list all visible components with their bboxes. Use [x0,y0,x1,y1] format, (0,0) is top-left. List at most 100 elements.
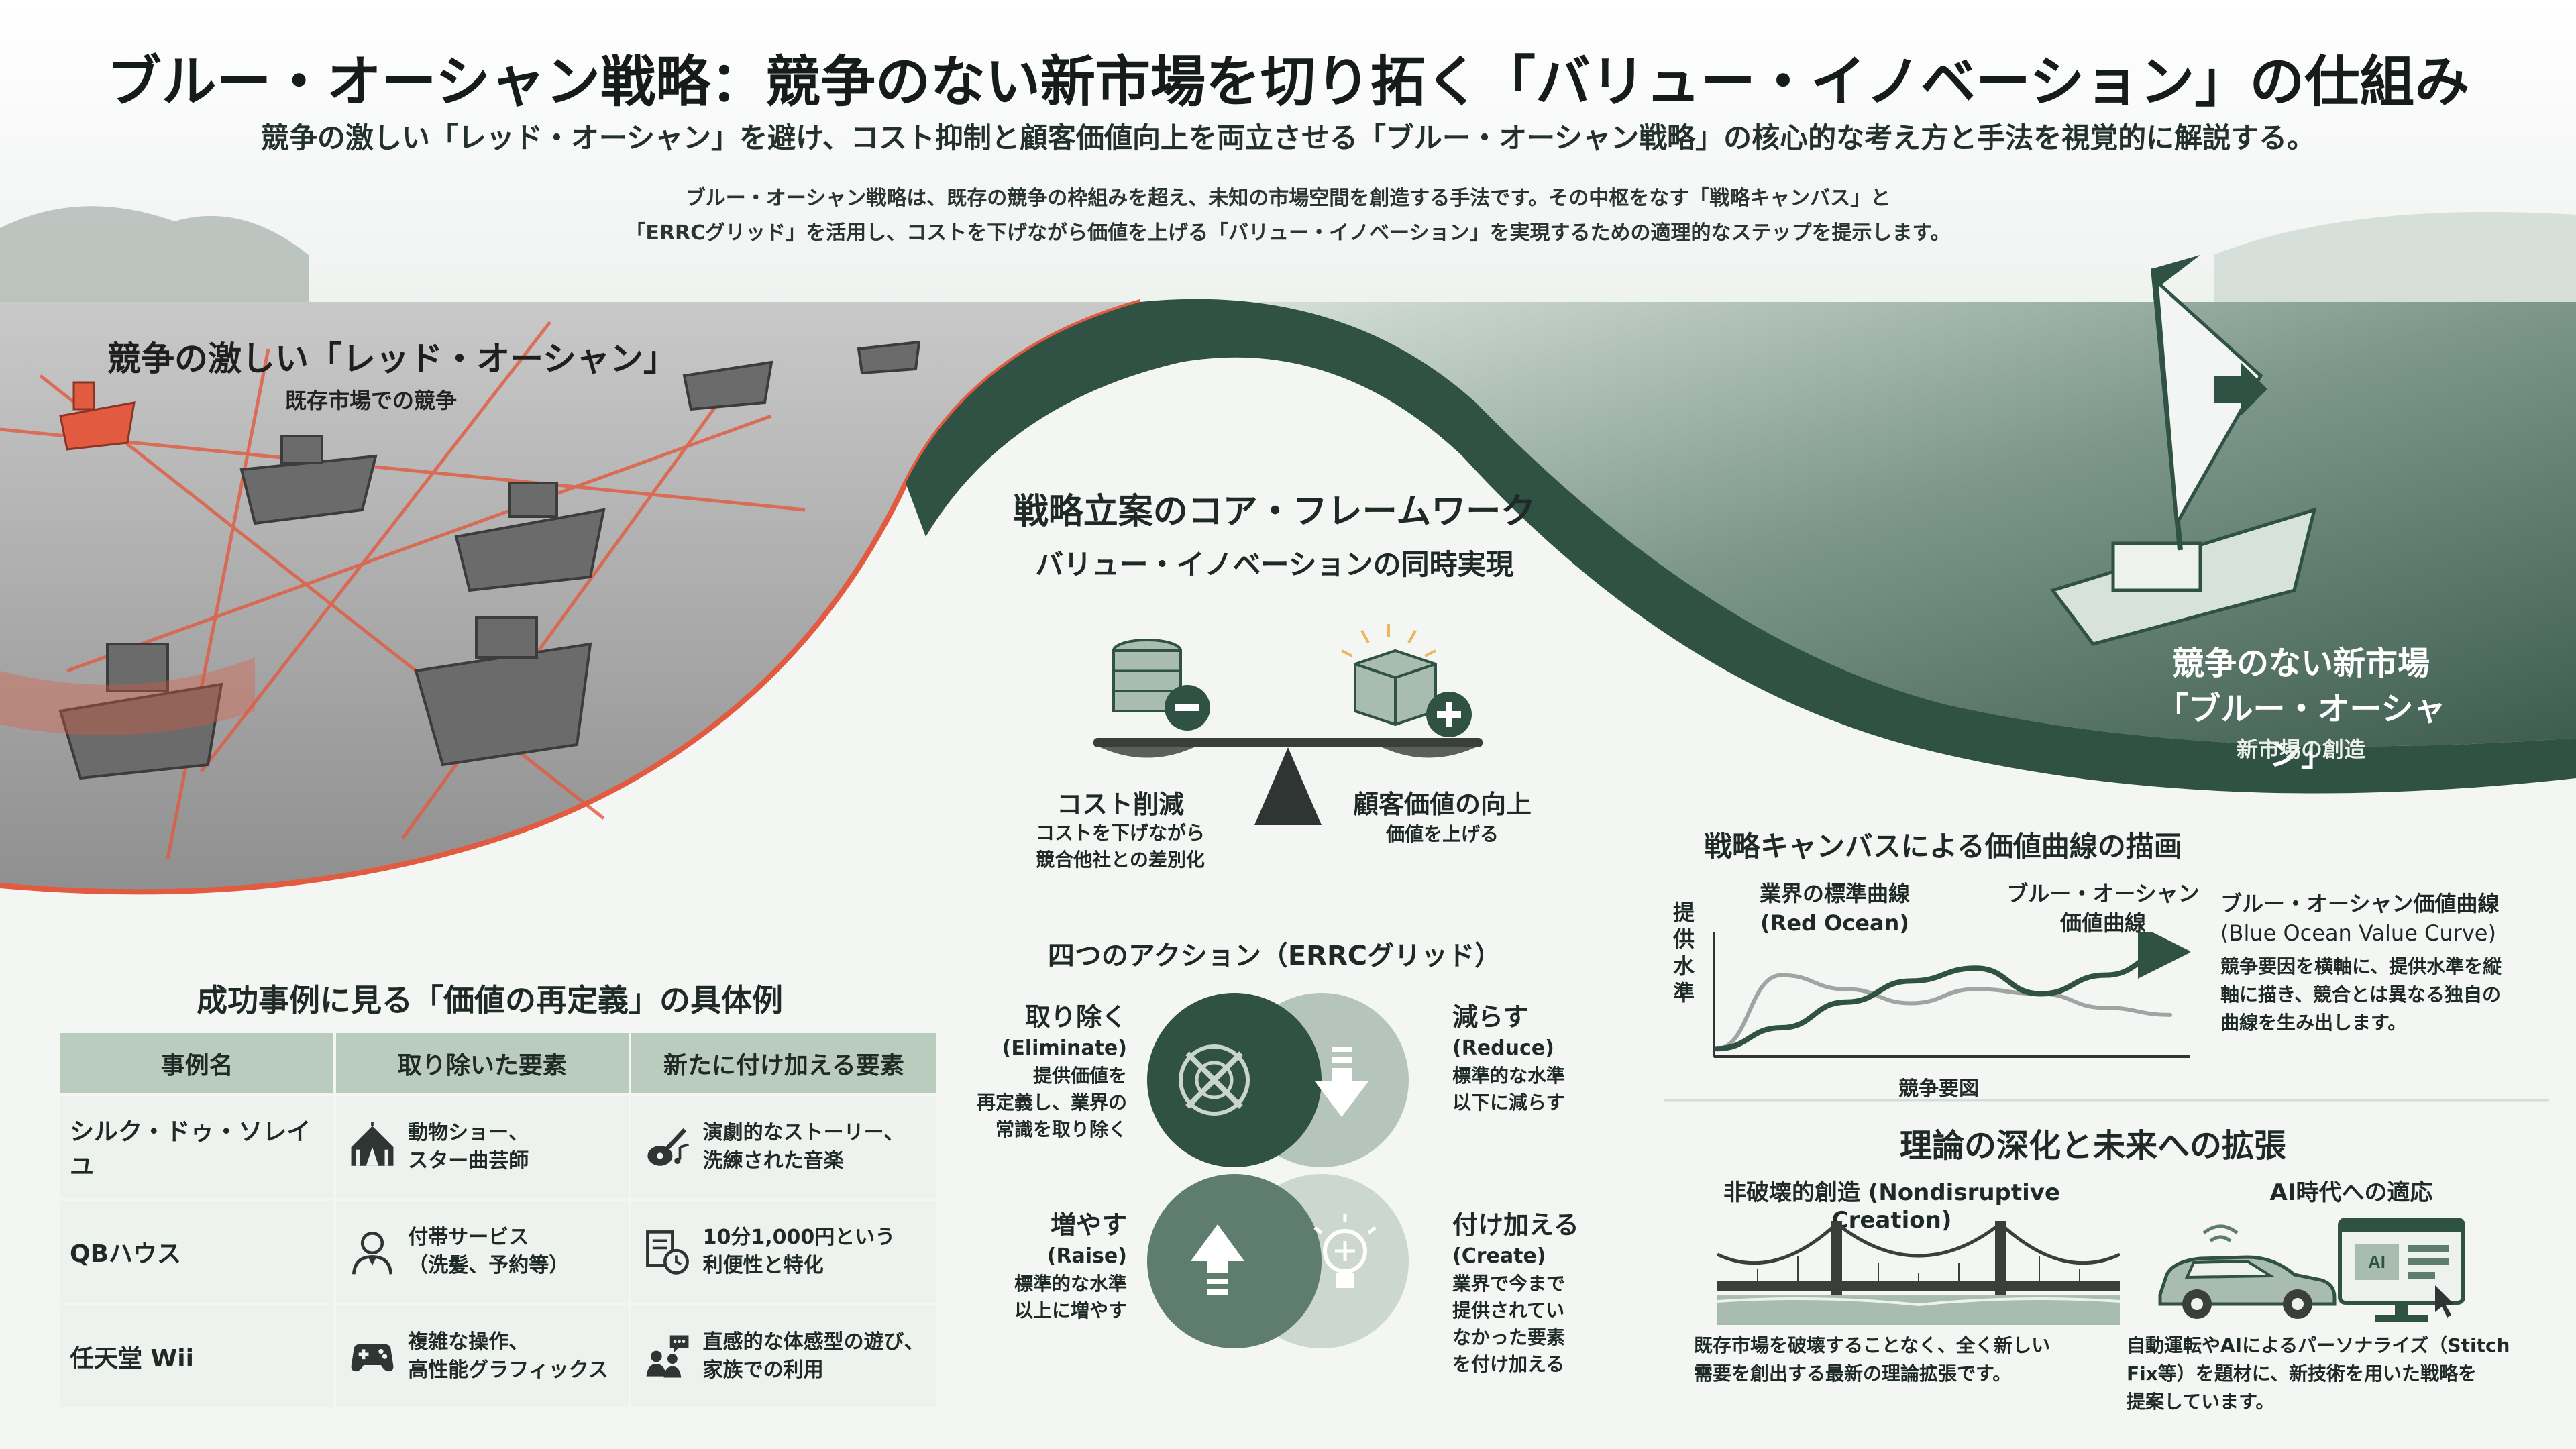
added-line: 洗練された音楽 [702,1149,844,1173]
blue-ocean-title-line: 「ブルー・オーシャン」 [2156,690,2446,773]
theory-title: 理論の深化と未来への拡張 [1899,1127,2286,1165]
red-curve-label-line: 業界の標準曲線 [1759,881,1910,906]
raise-label: 増やす [1050,1210,1127,1240]
reduce-label-en: (Reduce) [1452,1036,1554,1060]
eliminate-x-icon [1179,1044,1250,1116]
table-header-row: 事例名 取り除いた要素 新たに付け加える要素 [60,1033,940,1095]
ai-screen-label: AI [2368,1252,2385,1272]
wave-divider [906,299,2576,794]
eliminate-desc-line: 常識を取り除く [995,1118,1127,1140]
product-box-plus-icon [1341,624,1472,737]
blue-ocean-subtitle: 新市場の創造 [2236,737,2365,762]
raise-desc-line: 標準的な水準 [1014,1273,1127,1295]
value-increase-label: 顧客価値の向上 [1352,790,1532,819]
ai-adaptation-desc-line: 提案しています。 [2127,1391,2275,1413]
create-desc-line: 業界で今まで [1452,1273,1566,1295]
added-cell: 演劇的なストーリー、洗練された音楽 [629,1093,940,1199]
reduce-label: 減らす [1452,1002,1529,1032]
red-ocean-title: 競争の激しい「レッド・オーシャン」 [107,339,677,378]
removed-cell: 付帯サービス （洗髪、予約等） [335,1198,631,1304]
reduce-desc-line: 標準的な水準 [1452,1065,1566,1087]
table-row: シルク・ドゥ・ソレイユ 動物ショー、スター曲芸師 演劇的なストーリー、洗練された… [60,1093,940,1199]
case-name: 任天堂 Wii [60,1303,337,1407]
cases-table: 事例名 取り除いた要素 新たに付け加える要素 シルク・ドゥ・ソレイユ 動物ショー… [60,1033,940,1407]
canvas-x-axis-label: 競争要図 [1898,1077,1979,1101]
coin-stack-minus-icon [1112,639,1210,731]
value-curve-desc: 競争要因を横軸に、提供水準を縦 軸に描き、競合とは異なる独自の 曲線を生み出しま… [2220,953,2556,1037]
errc-title: 四つのアクション（ERRCグリッド） [1047,941,1502,971]
value-curve-title-line: ブルー・オーシャン価値曲線 [2220,891,2500,916]
removed-line: （洗髪、予約等） [408,1254,570,1277]
canvas-y-axis-label: 提供水準 [1672,900,1695,1006]
up-arrow-icon [1191,1224,1244,1295]
strategy-canvas-title: 戦略キャンバスによる価値曲線の描画 [1704,830,2182,863]
removed-line: スター曲芸師 [408,1149,529,1173]
removed-cell: 複雑な操作、高性能グラフィックス [335,1303,631,1407]
removed-line: 付帯サービス [408,1226,529,1249]
down-arrow-icon [1315,1046,1368,1117]
intro-line: 「ERRCグリッド」を活用し、コストを下げながら価値を上げる「バリュー・イノベー… [625,221,1951,245]
blue-curve-label-line: ブルー・オーシャン [2006,881,2200,906]
person-icon [352,1231,393,1275]
clock-document-icon [645,1230,689,1275]
cost-reduction-desc: コストを下げながら 競合他社との差別化 [993,820,1248,873]
value-curve-desc-line: 曲線を生み出します。 [2220,1012,2407,1034]
create-action: 付け加える (Create) 業界で今まで 提供されてい なかった要素 を付け加… [1452,1208,1627,1378]
value-curve-title: ブルー・オーシャン価値曲線 (Blue Ocean Value Curve) [2220,889,2556,948]
raise-desc-line: 以上に増やす [1014,1299,1127,1322]
removed-line: 高性能グラフィックス [408,1358,608,1382]
blue-ocean-title: 競争のない新市場 「ブルー・オーシャン」 [2153,641,2449,777]
errc-circles [1147,993,1409,1348]
cases-title: 成功事例に見る「価値の再定義」の具体例 [197,982,783,1018]
value-curve-title-line: (Blue Ocean Value Curve) [2220,920,2496,946]
create-desc-line: なかった要素 [1452,1326,1566,1348]
case-name: シルク・ドゥ・ソレイユ [60,1093,337,1199]
scale-beam [1093,738,1483,825]
page-title: ブルー・オーシャン戦略：競争のない新市場を切り拓く「バリュー・イノベーション」の… [106,50,2470,114]
ai-adaptation-desc-line: 自動運転やAIによるパーソナライズ（Stitch [2127,1334,2510,1356]
create-label: 付け加える [1452,1210,1579,1240]
added-line: 利便性と特化 [702,1254,824,1277]
removed-cell: 動物ショー、スター曲芸師 [335,1093,631,1199]
table-row: QBハウス 付帯サービス （洗髪、予約等） 10分1,000円という利便性と特化 [60,1198,940,1304]
value-curve-desc-line: 軸に描き、競合とは異なる独自の [2220,983,2502,1006]
value-curve-desc-line: 競争要因を横軸に、提供水準を縦 [2220,955,2502,977]
raise-label-en: (Raise) [1046,1244,1127,1268]
lightbulb-plus-icon [1313,1214,1377,1288]
core-framework-title: 戦略立案のコア・フレームワーク [1013,492,1536,532]
added-line: 10分1,000円という [702,1226,896,1249]
eliminate-label: 取り除く [1024,1002,1127,1032]
added-line: 演劇的なストーリー、 [702,1121,904,1144]
nondisruptive-desc-line: 既存市場を破壊することなく、全く新しい [1694,1334,2051,1356]
page-subtitle: 競争の激しい「レッド・オーシャン」を避け、コスト抑制と顧客価値向上を両立させる「… [260,121,2316,154]
blue-curve-label: ブルー・オーシャン 価値曲線 [1989,879,2217,938]
added-cell: 10分1,000円という利便性と特化 [629,1198,940,1304]
blue-ocean-curve [1714,932,2190,1052]
case-name: QBハウス [60,1198,337,1304]
create-desc-line: 提供されてい [1452,1299,1565,1322]
column-header: 取り除いた要素 [335,1033,631,1095]
autonomous-car-icon [2158,1224,2337,1319]
eliminate-desc-line: 再定義し、業界の [976,1091,1127,1114]
value-increase-desc: 価値を上げる [1385,823,1499,845]
blue-curve-label-line: 価値曲線 [2059,910,2146,936]
family-chat-icon [646,1335,689,1378]
guitar-music-icon [647,1128,689,1166]
reduce-action: 減らす (Reduce) 標準的な水準 以下に減らす [1452,1000,1627,1116]
column-header: 事例名 [60,1033,337,1095]
eliminate-desc-line: 提供価値を [1032,1065,1127,1087]
ai-adaptation-title: AI時代への適応 [2269,1179,2433,1206]
blue-ocean-title-line: 競争のない新市場 [2171,645,2430,682]
nondisruptive-desc-line: 需要を創出する最新の理論拡張です。 [1694,1362,2012,1385]
added-line: 家族での利用 [702,1358,824,1382]
eliminate-label-en: (Eliminate) [1002,1036,1127,1060]
eliminate-action: 取り除く (Eliminate) 提供価値を 再定義し、業界の 常識を取り除く [953,1000,1127,1143]
ai-adaptation-desc: 自動運転やAIによるパーソナライズ（Stitch Fix等）を題材に、新技術を用… [2127,1332,2536,1416]
reduce-desc-line: 以下に減らす [1452,1091,1565,1114]
create-label-en: (Create) [1452,1244,1546,1268]
ai-adaptation-desc-line: Fix等）を題材に、新技術を用いた戦略を [2127,1362,2477,1385]
red-curve-label-line: (Red Ocean) [1760,910,1909,936]
nondisruptive-desc: 既存市場を破壊することなく、全く新しい 需要を創出する最新の理論拡張です。 [1694,1332,2123,1388]
gamepad-icon [351,1344,394,1372]
cost-reduction-desc-line: コストを下げながら [1035,822,1205,844]
